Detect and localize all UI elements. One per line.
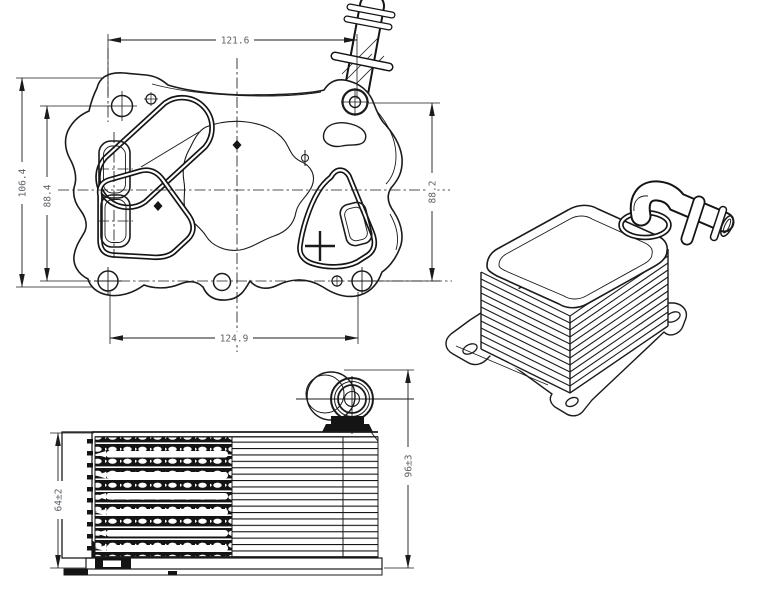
dim-left-inner-height: 88.4 xyxy=(40,105,110,282)
kidney-cutout xyxy=(322,122,367,148)
plan-view: 121.6 124.9 106.4 88.4 xyxy=(15,0,452,352)
side-core-stack xyxy=(94,436,233,558)
side-pipe-end-view xyxy=(296,371,414,434)
isometric-view xyxy=(445,180,735,417)
dim-label: 64±2 xyxy=(54,489,65,512)
dim-label: 88.2 xyxy=(428,181,439,204)
dim-label: 121.6 xyxy=(221,36,250,47)
dim-bottom-width: 124.9 xyxy=(109,292,359,345)
small-flag-marker xyxy=(301,150,309,166)
dim-label: 88.4 xyxy=(43,184,54,207)
datum-cross xyxy=(305,231,335,261)
side-view: 64±2 96±3 xyxy=(50,369,415,576)
side-base xyxy=(63,431,383,576)
gasket-port-upper-left xyxy=(95,94,215,211)
central-boss-contour xyxy=(182,120,315,251)
dim-core-height: 64±2 xyxy=(50,432,94,569)
dim-overall-height: 96±3 xyxy=(344,369,415,569)
iso-outlet-pipe xyxy=(618,180,735,246)
dim-label: 106.4 xyxy=(18,168,29,197)
baseplate-outline xyxy=(64,72,403,301)
dim-top-width: 121.6 xyxy=(107,33,358,99)
dim-label: 124.9 xyxy=(220,334,249,345)
mounting-holes xyxy=(94,88,376,295)
dim-label: 96±3 xyxy=(404,455,415,478)
gasket-port-lower-left xyxy=(96,167,196,261)
dim-right-height: 88.2 xyxy=(368,102,440,282)
centerlines xyxy=(58,48,452,352)
dim-left-outer-height: 106.4 xyxy=(15,77,104,288)
gasket-port-right xyxy=(297,167,378,270)
diamond-marker xyxy=(153,201,163,211)
side-fin-section xyxy=(231,436,379,558)
